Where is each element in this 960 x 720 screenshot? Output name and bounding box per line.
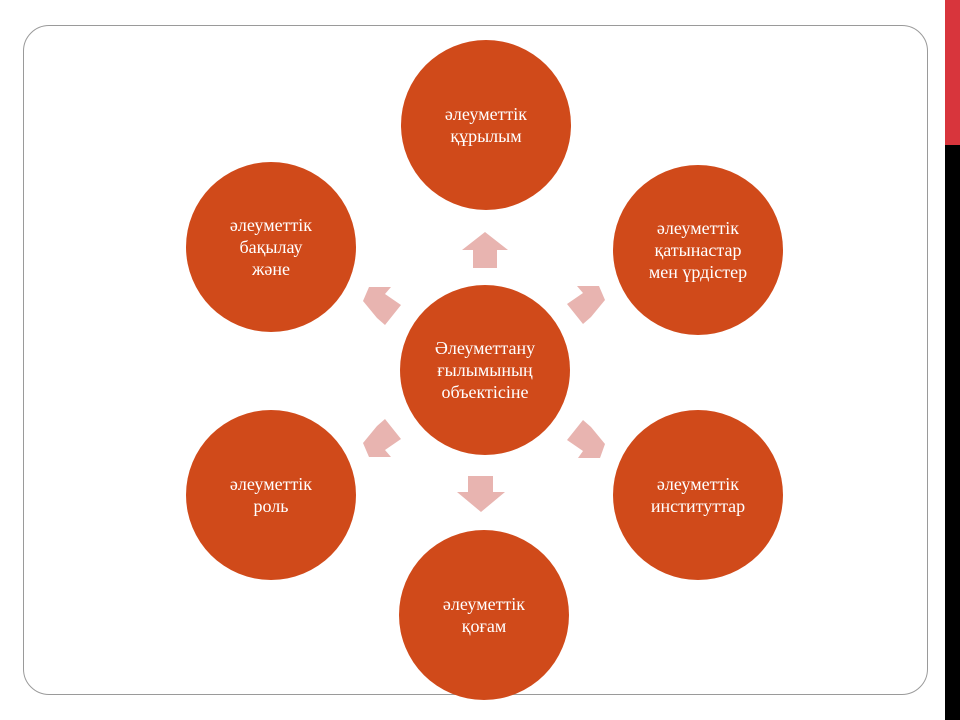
node-label: әлеуметтік қатынастар мен үрдістер [648,218,748,282]
node-label: әлеуметтік институттар [650,474,746,516]
node-social-control: әлеуметтік бақылау және [186,162,356,332]
node-social-role: әлеуметтік роль [186,410,356,580]
arrow-lower-left [363,419,401,457]
accent-stripe-black [945,145,960,720]
node-label: әлеуметтік роль [229,474,313,516]
node-label: әлеуметтік қоғам [442,594,526,636]
center-label: Әлеуметтану ғылымының объектісіне [434,338,536,402]
node-label: әлеуметтік бақылау және [229,215,313,279]
node-social-structure: әлеуметтік құрылым [401,40,571,210]
arrow-upper-right [567,286,605,324]
arrow-lower-right [567,420,605,458]
accent-stripe-red [945,0,960,145]
node-label: әлеуметтік құрылым [444,104,528,146]
arrow-up [462,232,508,268]
arrow-down [457,476,505,512]
node-center-object: Әлеуметтану ғылымының объектісіне [400,285,570,455]
node-social-society: әлеуметтік қоғам [399,530,569,700]
node-social-institutions: әлеуметтік институттар [613,410,783,580]
node-social-relations: әлеуметтік қатынастар мен үрдістер [613,165,783,335]
arrow-upper-left [363,287,401,325]
